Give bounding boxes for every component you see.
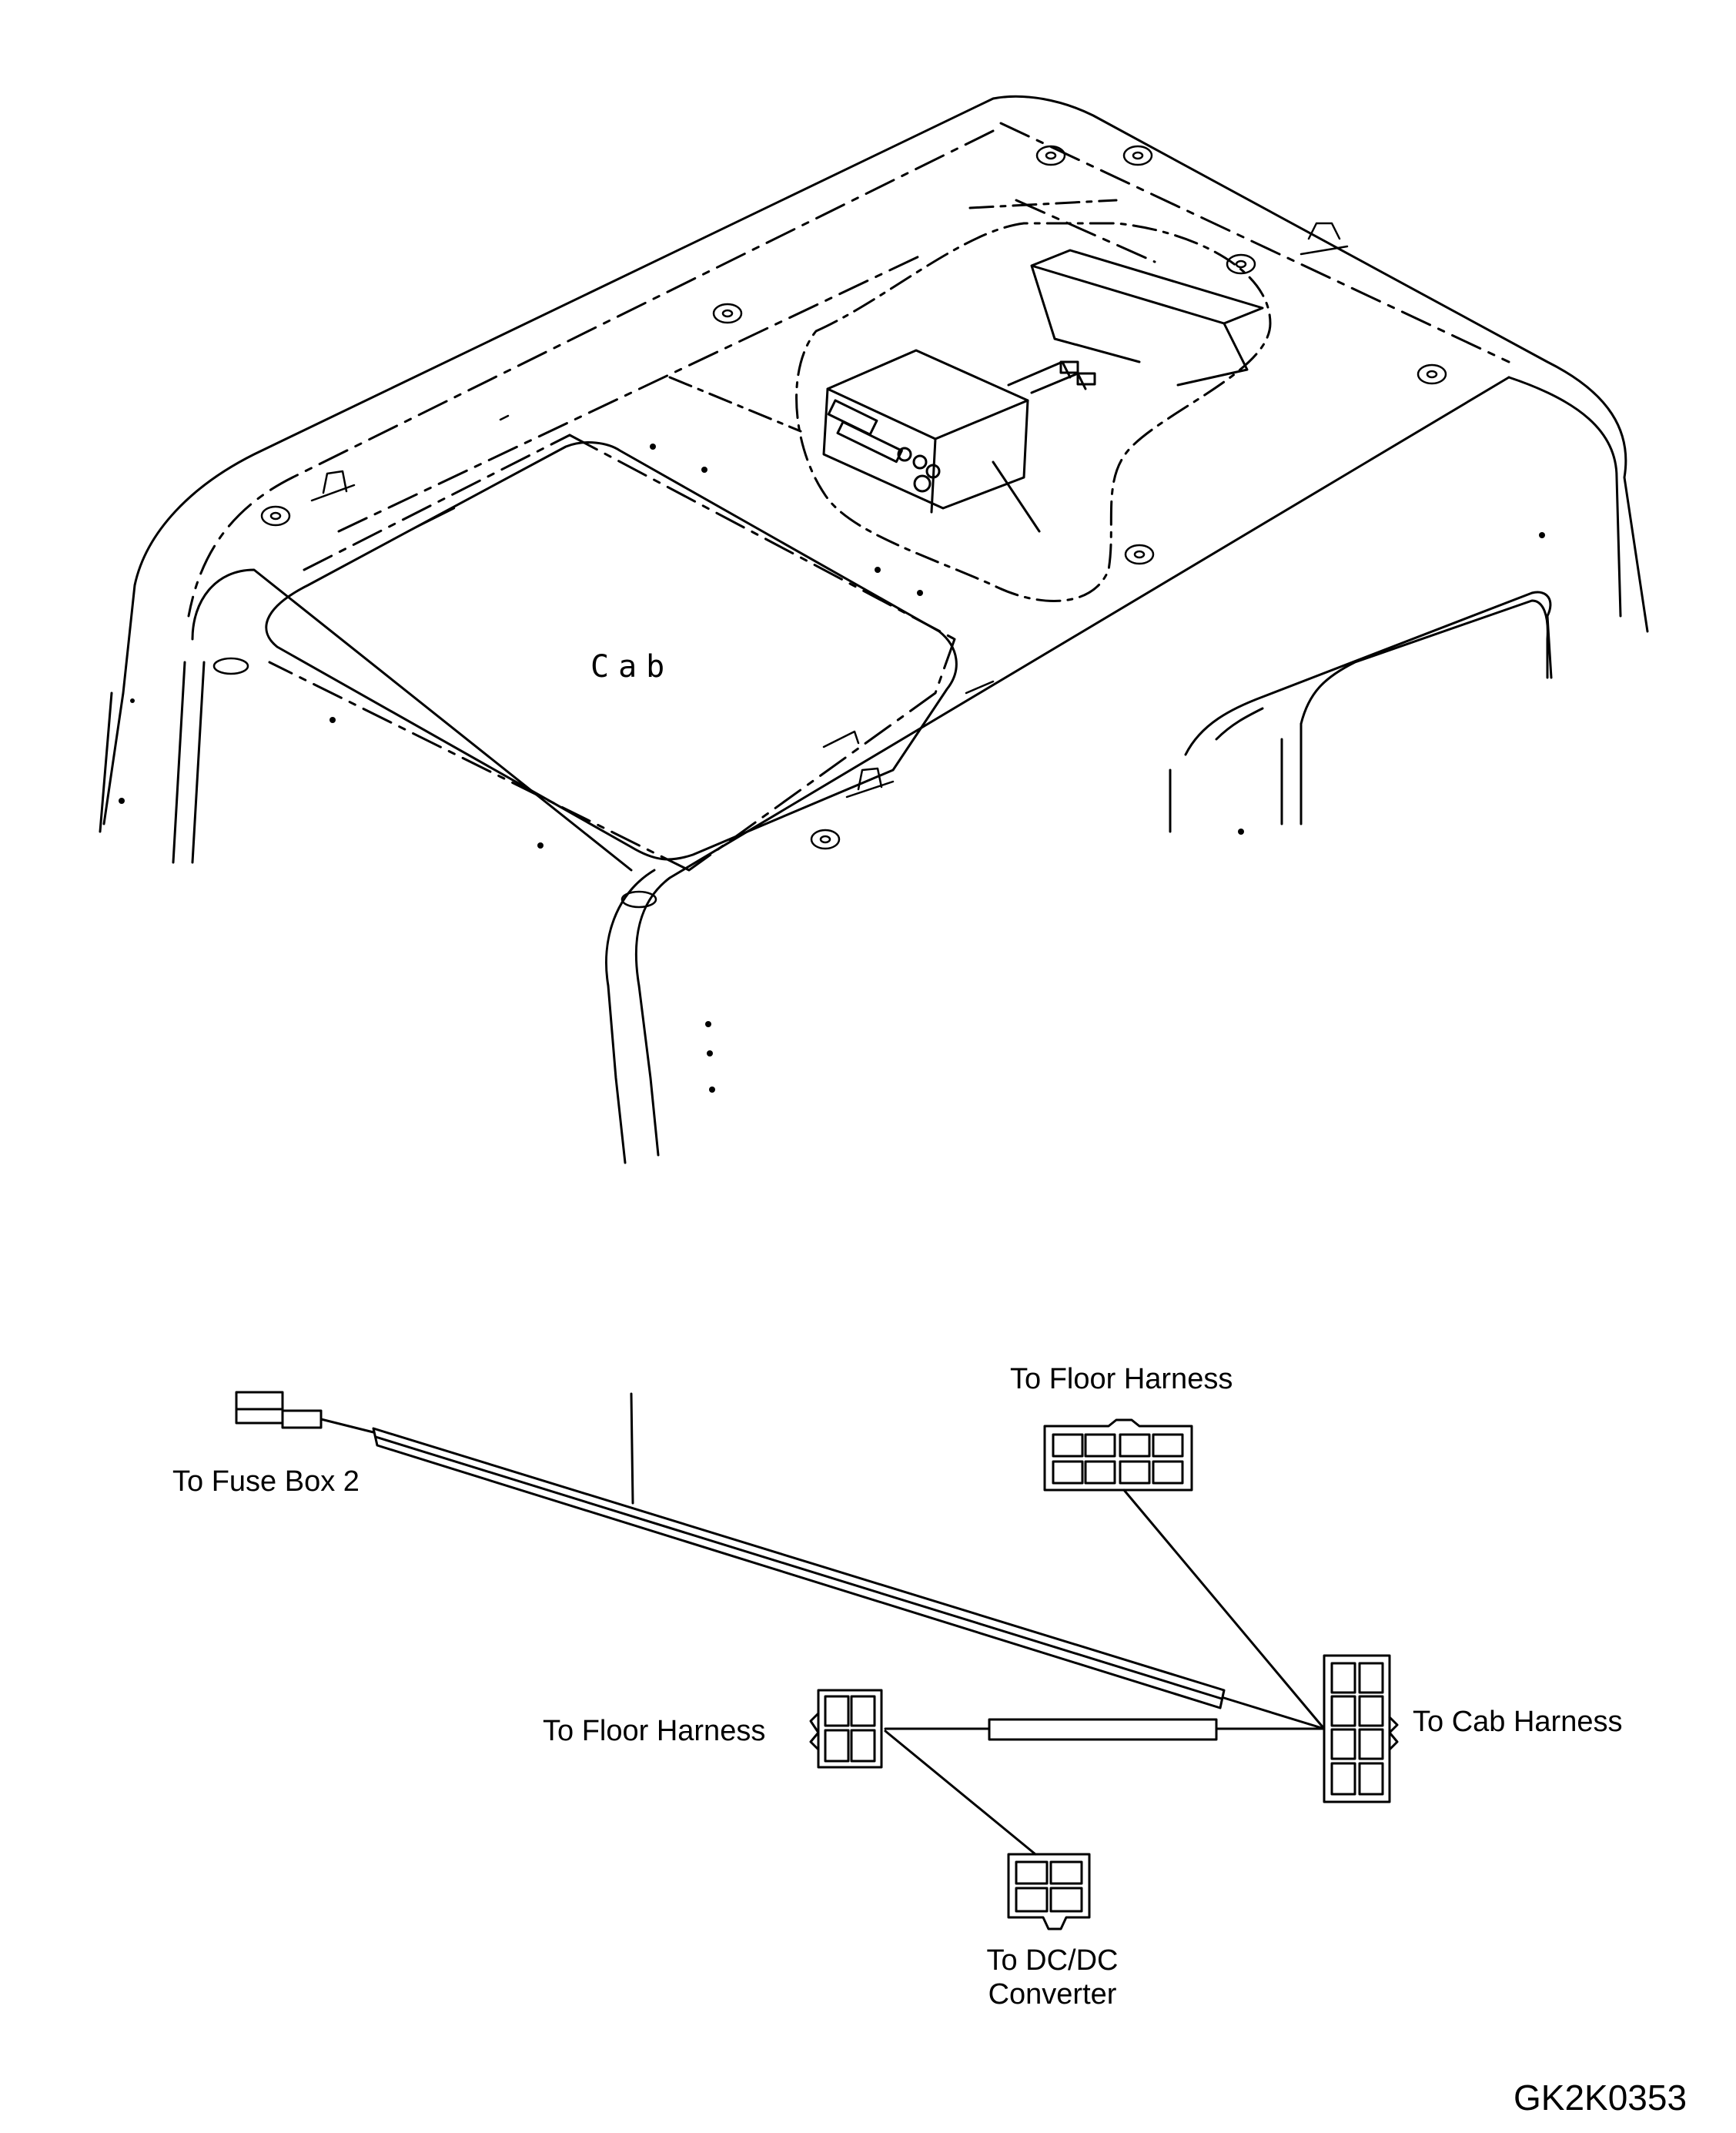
to-dcdc-line2: Converter [988,1977,1117,2011]
roof-window-frame [265,441,958,861]
wiring-harness [235,1391,1399,1930]
cab-roof-illustration [99,95,1649,1164]
dcdc-converter-connector [1007,1853,1091,1930]
radio-unit [822,349,1096,533]
frame-dots [119,444,1545,1093]
roof-dashed-rim [187,122,1510,618]
roof-front-edge [1507,376,1622,618]
console-dashed-outline [795,222,1272,602]
figure-number: GK2K0353 [1514,2078,1687,2118]
to-dcdc-line1: To DC/DC [986,1944,1119,1977]
to-dcdc-converter-label: To DC/DC Converter [972,1944,1133,2011]
roof-vent [1030,249,1264,387]
roof-outline [102,95,1649,825]
to-floor-harness-top-label: To Floor Harness [1010,1363,1233,1395]
cab-harness-connector [1323,1654,1399,1803]
branch-harness-sheath [988,1718,1218,1741]
roof-bolts [212,145,1447,909]
windshield-frame [1184,591,1553,756]
main-harness-sheath [372,1427,1226,1709]
to-cab-harness-label: To Cab Harness [1413,1706,1623,1738]
floor-harness-connector-left [809,1689,883,1769]
floor-harness-connector-top [1043,1418,1193,1492]
to-fuse-box-label: To Fuse Box 2 [172,1465,360,1498]
roof-clips [310,222,1349,799]
cab-label: Cab [590,649,674,685]
roof-window-dashed [268,434,956,872]
to-floor-harness-left-label: To Floor Harness [543,1715,766,1747]
fuse-box-connector [235,1391,375,1434]
